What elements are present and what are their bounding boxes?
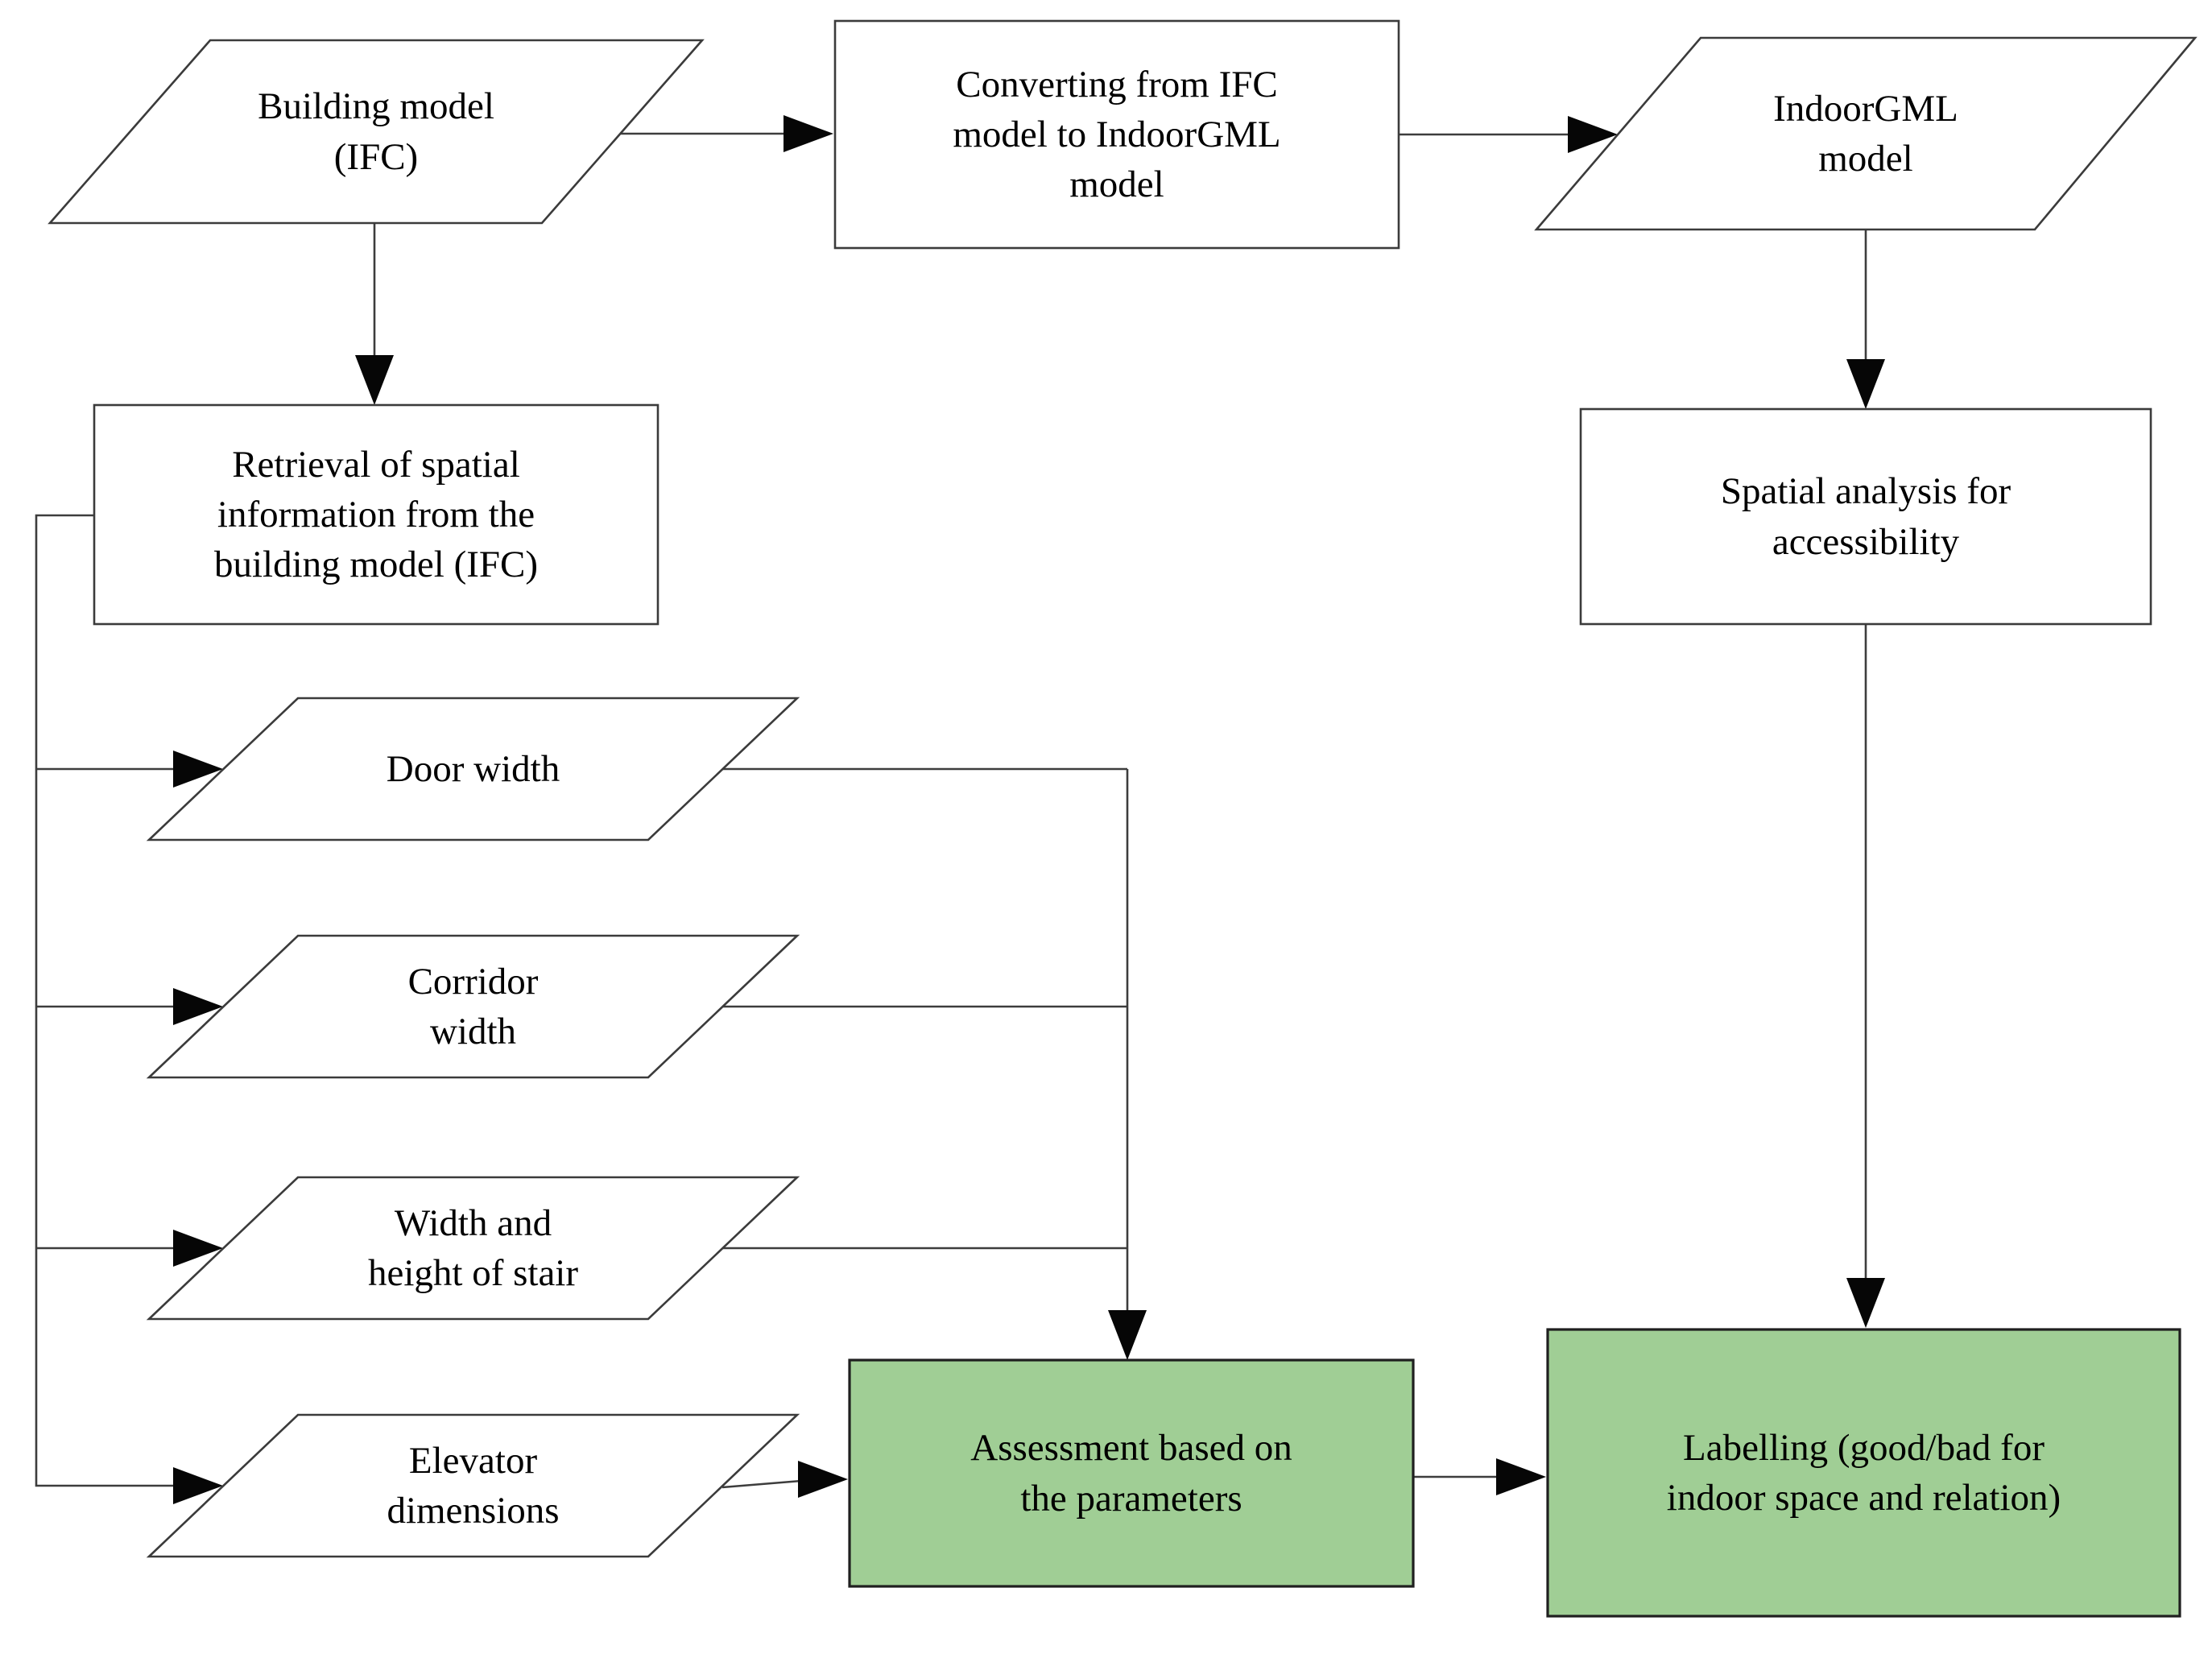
arrowhead-right-icon xyxy=(1568,116,1618,153)
arrowhead-right-icon xyxy=(1496,1458,1546,1495)
arrowhead-right-icon xyxy=(798,1461,848,1498)
edge-spatial-analysis-to-labelling xyxy=(1846,624,1885,1328)
arrowhead-down-icon xyxy=(355,355,394,405)
arrowhead-right-icon xyxy=(784,115,833,152)
building-model-shape xyxy=(48,39,705,225)
labelling-shape xyxy=(1546,1328,2181,1618)
edge-elevator-to-assessment xyxy=(721,1461,848,1498)
edge-retrieval-to-parameters-spine xyxy=(35,514,223,1504)
converting-shape xyxy=(833,19,1400,250)
arrowhead-right-icon xyxy=(173,1230,223,1267)
arrowhead-down-icon xyxy=(1846,1278,1885,1328)
corridor-width-shape xyxy=(146,934,800,1079)
edge-parameters-to-assessment-merge xyxy=(722,767,1147,1360)
retrieval-shape xyxy=(93,403,659,626)
spatial-analysis-shape xyxy=(1579,407,2152,626)
edge-building-to-converting xyxy=(621,115,833,152)
stair-shape xyxy=(146,1176,800,1321)
indoorgml-model-shape xyxy=(1534,36,2198,231)
edge-indoorgml-to-spatial-analysis xyxy=(1846,229,1885,409)
assessment-shape xyxy=(848,1358,1415,1588)
edge-building-to-retrieval xyxy=(355,223,394,405)
edge-assessment-to-labelling xyxy=(1413,1458,1546,1495)
edge-converting-to-indoorgml xyxy=(1399,116,1618,153)
arrowhead-down-icon xyxy=(1846,359,1885,409)
elevator-shape xyxy=(146,1413,800,1558)
door-width-shape xyxy=(146,697,800,841)
arrowhead-down-icon xyxy=(1108,1310,1147,1360)
arrowhead-right-icon xyxy=(173,751,223,788)
arrowhead-right-icon xyxy=(173,1467,223,1504)
arrowhead-right-icon xyxy=(173,988,223,1025)
